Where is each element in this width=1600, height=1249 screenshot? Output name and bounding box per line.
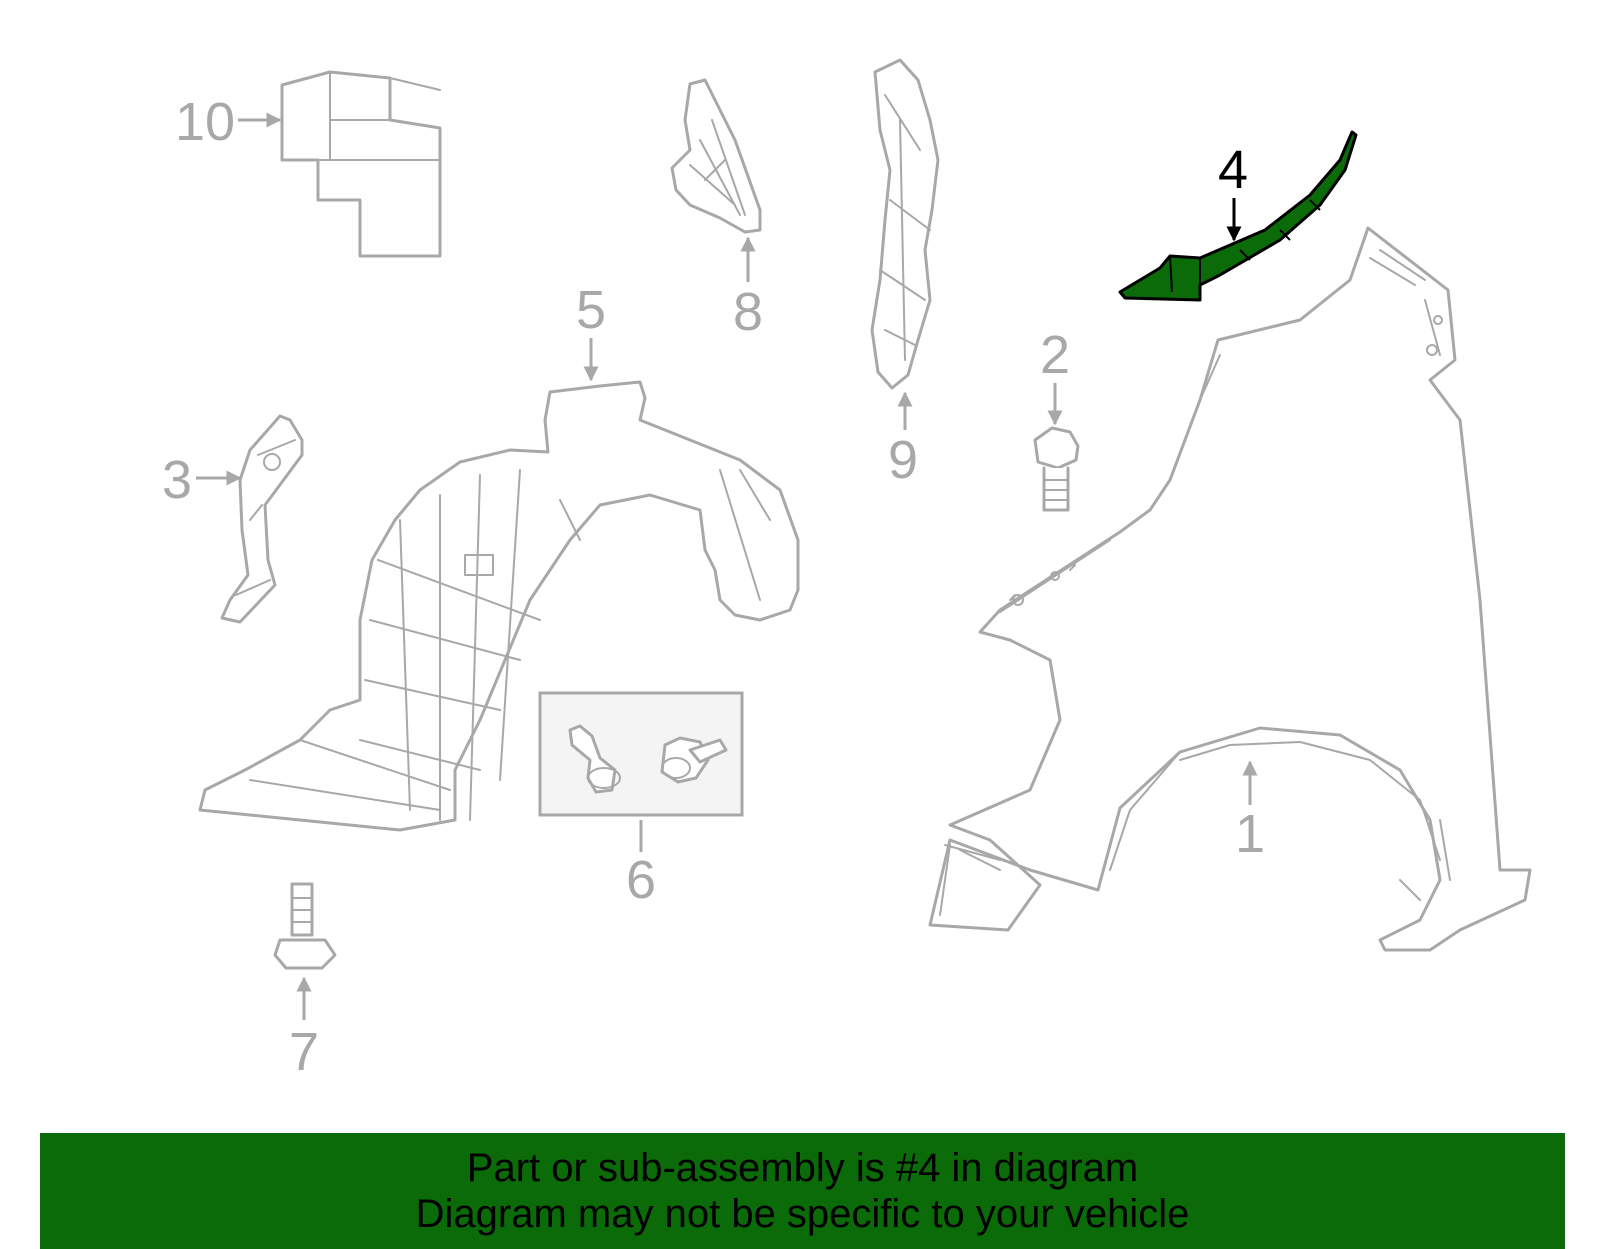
part-6-clip-kit bbox=[538, 691, 744, 817]
callout-9: 9 bbox=[888, 391, 918, 490]
svg-text:4: 4 bbox=[1218, 140, 1248, 200]
part-2-bolt bbox=[1033, 426, 1080, 512]
callout-5: 5 bbox=[576, 280, 606, 382]
part-7-bolt bbox=[273, 882, 337, 970]
banner-line-2: Diagram may not be specific to your vehi… bbox=[415, 1192, 1190, 1236]
part-3-bracket bbox=[220, 414, 304, 624]
svg-text:9: 9 bbox=[888, 430, 918, 490]
callout-10: 10 bbox=[175, 92, 282, 152]
callout-1: 1 bbox=[1235, 760, 1265, 864]
callout-4: 4 bbox=[1218, 140, 1248, 242]
svg-text:2: 2 bbox=[1040, 325, 1070, 385]
svg-text:6: 6 bbox=[626, 850, 656, 910]
part-4-seal-highlighted bbox=[1118, 130, 1358, 302]
part-10-block bbox=[280, 70, 442, 258]
part-5-fender-liner bbox=[198, 380, 800, 832]
callout-2: 2 bbox=[1040, 325, 1070, 426]
callout-7: 7 bbox=[289, 976, 319, 1082]
part-9-support bbox=[870, 58, 940, 390]
svg-text:8: 8 bbox=[733, 282, 763, 342]
svg-text:5: 5 bbox=[576, 280, 606, 340]
part-8-bracket bbox=[670, 78, 762, 234]
svg-text:7: 7 bbox=[289, 1022, 319, 1082]
callout-6: 6 bbox=[626, 820, 656, 910]
svg-text:3: 3 bbox=[162, 450, 192, 510]
svg-text:10: 10 bbox=[175, 92, 235, 152]
banner-line-1: Part or sub-assembly is #4 in diagram bbox=[466, 1146, 1139, 1190]
part-1-fender bbox=[928, 226, 1532, 952]
callout-8: 8 bbox=[733, 236, 763, 342]
info-banner: Part or sub-assembly is #4 in diagram Di… bbox=[40, 1133, 1565, 1249]
callout-3: 3 bbox=[162, 450, 242, 510]
svg-text:1: 1 bbox=[1235, 804, 1265, 864]
